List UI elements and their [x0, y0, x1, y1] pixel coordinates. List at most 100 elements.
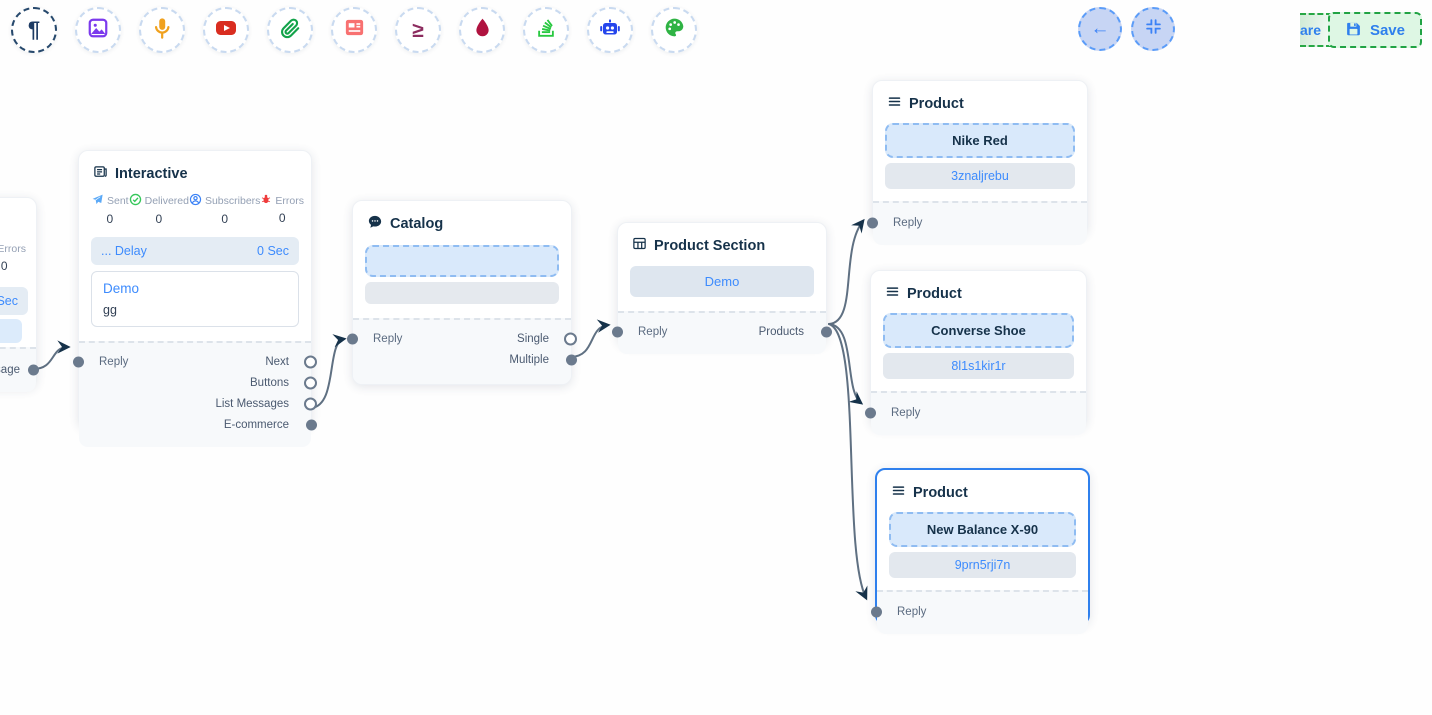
- pilcrow-icon: ¶: [27, 17, 41, 42]
- input-label: Reply: [891, 406, 921, 419]
- compress-icon: [1145, 18, 1162, 40]
- delay-label: ... Delay: [101, 244, 147, 258]
- droplet-icon: [472, 17, 493, 43]
- edge-products-to-product2: [828, 323, 864, 405]
- section-name-box[interactable]: Demo: [630, 266, 814, 297]
- robot-icon: [598, 16, 622, 45]
- product-id-box: 3znaljrebu: [885, 163, 1075, 189]
- node-title: Interactive: [115, 165, 188, 182]
- stat-value: 0: [221, 212, 229, 226]
- stat-value: 0: [0, 259, 8, 273]
- output-label: Single: [517, 332, 549, 345]
- product-name: Converse Shoe: [931, 323, 1026, 338]
- send-icon: [91, 193, 104, 209]
- output-row-list-messages: List Messages: [128, 393, 317, 414]
- product-node-3[interactable]: Product New Balance X-90 9prn5rji7n Repl…: [871, 468, 1090, 634]
- toolbar-image-button[interactable]: [75, 7, 121, 53]
- delay-row[interactable]: 0 Sec: [0, 287, 28, 315]
- youtube-icon: [214, 16, 238, 45]
- check-circle-icon: [129, 193, 142, 209]
- product-id-box: 8l1s1kir1r: [883, 353, 1074, 379]
- toolbar-file-button[interactable]: [267, 7, 313, 53]
- chat-dots-icon: [367, 214, 383, 234]
- stat-sent: Sent 0: [91, 193, 129, 226]
- section-name: Demo: [704, 274, 740, 289]
- output-label: Next: [265, 355, 289, 368]
- product-name-box[interactable]: Converse Shoe: [883, 313, 1074, 348]
- input-row-reply: Reply: [867, 212, 1087, 233]
- input-handle-reply[interactable]: [73, 356, 84, 367]
- toolbar-sequence-button[interactable]: [523, 7, 569, 53]
- product-name-box[interactable]: New Balance X-90: [889, 512, 1076, 547]
- user-circle-icon: [189, 193, 202, 209]
- output-handle-multiple[interactable]: [566, 354, 577, 365]
- toolbar-bot-button[interactable]: [587, 7, 633, 53]
- catalog-dashed-box[interactable]: [365, 245, 559, 277]
- toolbar-audio-button[interactable]: [139, 7, 185, 53]
- message-content-box[interactable]: Demo gg: [91, 271, 299, 327]
- output-row-multiple: Multiple: [402, 349, 577, 370]
- output-label: E-commerce: [223, 418, 289, 431]
- node-title: Product: [913, 484, 968, 501]
- product-node-2[interactable]: Product Converse Shoe 8l1s1kir1r Reply: [865, 270, 1087, 435]
- fit-view-button[interactable]: [1131, 7, 1175, 51]
- input-handle-reply[interactable]: [867, 217, 878, 228]
- node-title: Product: [909, 95, 964, 112]
- output-row-message: Message: [0, 359, 39, 380]
- toolbar-condition-button[interactable]: ≥: [395, 7, 441, 53]
- delay-value: 0 Sec: [257, 244, 289, 258]
- output-handle-ecommerce[interactable]: [306, 419, 317, 430]
- input-handle-reply[interactable]: [865, 407, 876, 418]
- product-id-box: 9prn5rji7n: [889, 552, 1076, 578]
- product-name-box[interactable]: Nike Red: [885, 123, 1075, 158]
- stat-errors: Errors 0: [0, 241, 26, 274]
- edge-catalog-to-productsection: [570, 319, 611, 358]
- stat-label: Errors: [275, 194, 305, 207]
- product-node-1[interactable]: Product Nike Red 3znaljrebu Reply: [867, 80, 1088, 245]
- toolbar-theme-button[interactable]: [651, 7, 697, 53]
- catalog-gray-box[interactable]: [365, 282, 559, 304]
- output-row-buttons: Buttons: [128, 372, 317, 393]
- paperclip-icon: [279, 17, 301, 44]
- output-handle-buttons[interactable]: [304, 376, 317, 389]
- output-handle-list-messages[interactable]: [304, 397, 317, 410]
- toolbar-card-button[interactable]: [331, 7, 377, 53]
- edge-message-to-interactive: [32, 340, 71, 370]
- input-label: Reply: [373, 332, 403, 345]
- toolbar-drip-button[interactable]: [459, 7, 505, 53]
- table-icon: [632, 236, 647, 255]
- output-handle-message[interactable]: [28, 364, 39, 375]
- save-button-label: Save: [1369, 21, 1405, 39]
- stat-label: Sent: [107, 195, 129, 207]
- input-handle-reply[interactable]: [347, 333, 358, 344]
- catalog-node[interactable]: Catalog Reply Single Multiple: [347, 200, 577, 385]
- delay-row[interactable]: ... Delay 0 Sec: [91, 237, 299, 265]
- back-button[interactable]: ←: [1078, 7, 1122, 51]
- partial-button-label: are: [1300, 22, 1322, 38]
- product-section-node[interactable]: Product Section Demo Reply Products: [612, 222, 832, 354]
- stat-value: 0: [155, 212, 163, 226]
- input-row-reply: Reply: [865, 402, 1086, 423]
- product-id: 8l1s1kir1r: [951, 359, 1006, 373]
- output-handle-products[interactable]: [821, 326, 832, 337]
- output-row-single: Single: [402, 328, 577, 349]
- message-node[interactable]: Errors 0 0 Sec Message: [0, 197, 39, 392]
- stat-value: 0: [278, 211, 286, 225]
- output-handle-next[interactable]: [304, 355, 317, 368]
- message-preview-box[interactable]: [0, 319, 22, 343]
- message-body: gg: [103, 303, 117, 317]
- input-handle-reply[interactable]: [612, 326, 623, 337]
- save-button[interactable]: Save: [1327, 12, 1422, 48]
- interactive-node[interactable]: Interactive Sent 0 Delivered 0: [73, 150, 317, 447]
- input-row-reply: Reply: [73, 351, 128, 372]
- output-handle-single[interactable]: [564, 332, 577, 345]
- partial-button[interactable]: are: [1300, 13, 1332, 47]
- newspaper-outline-icon: [93, 164, 108, 183]
- greater-equal-icon: ≥: [412, 18, 424, 42]
- output-label: Products: [758, 325, 804, 338]
- toolbar-video-button[interactable]: [203, 7, 249, 53]
- toolbar-text-button[interactable]: ¶: [11, 7, 57, 53]
- input-handle-reply[interactable]: [871, 606, 882, 617]
- input-row-reply: Reply: [612, 321, 667, 342]
